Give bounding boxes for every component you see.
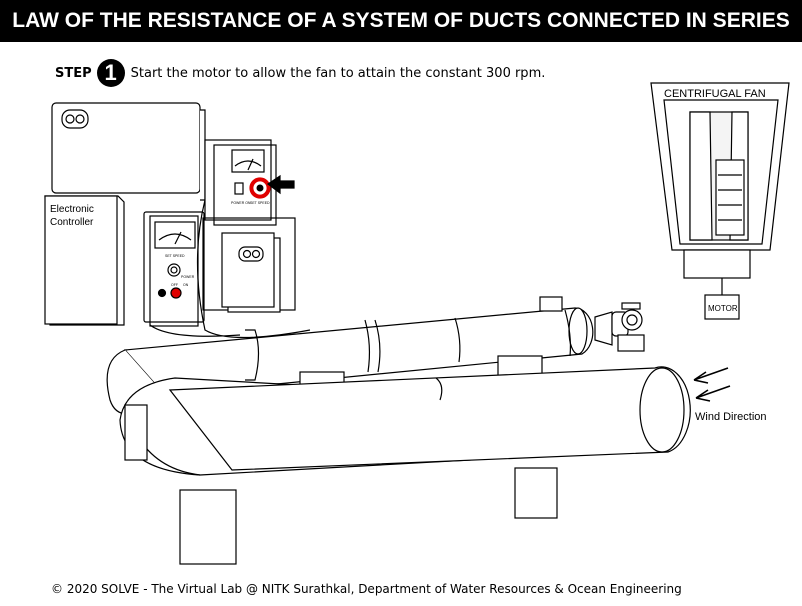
motor-start-knob[interactable] [249,177,271,199]
duct-support-4 [514,467,558,519]
power-text: POWER [181,275,195,279]
set-speed-text: SET SPEED [165,254,185,258]
pointer-arrow-icon [266,174,295,195]
page-title: LAW OF THE RESISTANCE OF A SYSTEM OF DUC… [0,0,802,42]
set-speed-text-2: SET SPEED [250,201,270,205]
control-cabinet [51,102,206,201]
motor-label: MOTOR [708,304,738,313]
speed-controller-box: SET SPEED POWER OFF ON [143,211,205,327]
on-text: ON [183,283,189,287]
power-on-text: POWER ON [231,201,251,205]
duct-support-3 [179,489,237,565]
duct-support-5 [124,404,148,461]
centrifugal-fan-detail [650,82,790,320]
centrifugal-fan-label: CENTRIFUGAL FAN [664,88,766,100]
step-label: STEP [55,65,92,81]
step-text: Start the motor to allow the fan to atta… [130,65,546,81]
electronic-controller: Electronic Controller [44,195,125,326]
starter-box [202,217,296,313]
wind-direction-arrows-icon [693,367,731,402]
blower-assembly [539,296,645,352]
controller-label-1: Electronic [50,204,94,215]
footer-copyright: © 2020 SOLVE - The Virtual Lab @ NITK Su… [51,582,682,596]
off-text: OFF [171,283,178,287]
step-number-badge: 1 [96,59,125,87]
controller-label-2: Controller [50,217,94,228]
wind-direction-label: Wind Direction [695,411,767,423]
upper-duct [106,307,594,415]
lower-duct [119,366,691,476]
step-instruction: STEP 1 Start the motor to allow the fan … [55,58,545,88]
